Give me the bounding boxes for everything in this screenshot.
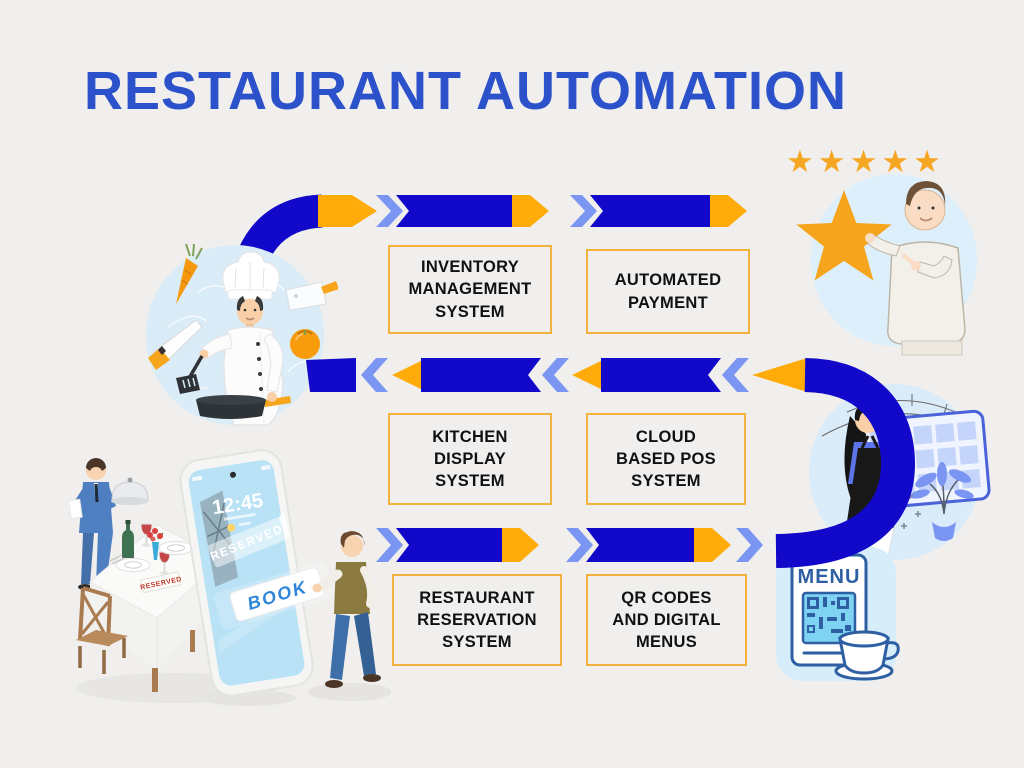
coffee-cup-icon: [834, 630, 900, 681]
box-automated-payment: AUTOMATED PAYMENT: [586, 249, 750, 334]
customer-figure: [865, 181, 966, 356]
digital-menu-illustration: MENU: [770, 537, 908, 687]
frying-pan-icon: [196, 395, 291, 419]
plant-icon: [910, 462, 974, 541]
menu-title: MENU: [798, 566, 861, 588]
camera-icon: [230, 471, 237, 478]
customer-review-illustration: [782, 168, 992, 358]
box-inventory-management-system: INVENTORY MANAGEMENT SYSTEM: [388, 245, 552, 334]
box-cloud-based-pos-system: CLOUD BASED POS SYSTEM: [586, 413, 746, 505]
qr-code-icon: [801, 591, 857, 645]
box-qr-codes-and-digital-menus: QR CODES AND DIGITAL MENUS: [586, 574, 747, 666]
box-restaurant-reservation-system: RESTAURANT RESERVATION SYSTEM: [392, 574, 562, 666]
waiter-figure: [68, 458, 116, 590]
flower-vase-icon: [147, 528, 164, 560]
wine-bottle-icon: [122, 523, 134, 558]
guest-figure: [312, 531, 381, 688]
shadow: [308, 683, 391, 701]
chef-illustration: [138, 232, 338, 427]
phone-illustration: 12:45 RESERVED BOOK: [179, 449, 334, 697]
page-title: RESTAURANT AUTOMATION: [84, 61, 847, 121]
box-kitchen-display-system: KITCHEN DISPLAY SYSTEM: [388, 413, 552, 505]
chair-icon: [76, 586, 128, 674]
weather-sun-icon: [227, 523, 236, 532]
flow-row-top: [318, 195, 747, 227]
five-star-rating: ★★★★★: [786, 144, 945, 179]
cloche-icon: [111, 477, 149, 505]
flow-row-bottom: [376, 528, 763, 562]
tomato-icon: [290, 329, 320, 359]
cleaver-icon: [285, 281, 338, 311]
carrot-icon: [176, 243, 203, 304]
knife-icon: [148, 319, 203, 370]
chef-figure: [176, 251, 291, 426]
wine-glass-icon: [158, 551, 171, 575]
reservation-illustration: RESERVED: [36, 436, 391, 726]
big-star-icon: [796, 190, 892, 281]
